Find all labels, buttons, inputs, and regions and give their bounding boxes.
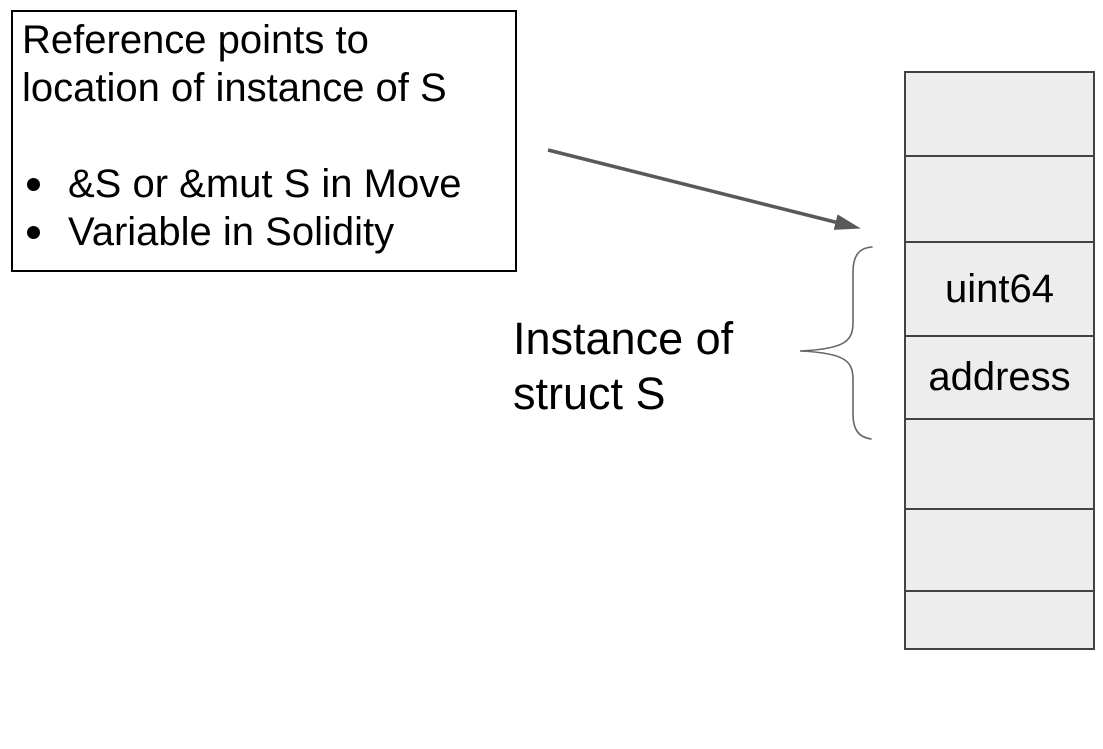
reference-note-box: Reference points to location of instance… [11, 10, 517, 272]
memory-cell [904, 71, 1095, 157]
bullet-text-solidity: Variable in Solidity [68, 210, 395, 254]
pointer-arrow [547, 148, 861, 230]
note-heading-line-2: location of instance of S [22, 66, 447, 110]
list-item: &S or &mut S in Move [22, 160, 509, 208]
memory-cell [904, 590, 1095, 650]
note-blank-line [22, 112, 509, 160]
instance-label-line-1: Instance of [513, 313, 734, 364]
list-item: Variable in Solidity [22, 208, 509, 256]
curly-brace-icon [799, 246, 873, 440]
instance-label: Instance of struct S [513, 311, 733, 421]
note-heading-line-1: Reference points to [22, 18, 369, 62]
memory-cell [904, 508, 1095, 592]
bullet-icon [27, 225, 40, 239]
memory-cell [904, 155, 1095, 243]
bullet-text-move: &S or &mut S in Move [68, 162, 462, 206]
memory-cell-address: address [904, 335, 1095, 420]
memory-cell-uint64: uint64 [904, 241, 1095, 337]
note-bullet-list: &S or &mut S in Move Variable in Solidit… [22, 160, 509, 256]
memory-cell [904, 418, 1095, 510]
memory-column: uint64 address [904, 71, 1095, 650]
instance-label-line-2: struct S [513, 368, 666, 419]
bullet-icon [27, 177, 40, 191]
